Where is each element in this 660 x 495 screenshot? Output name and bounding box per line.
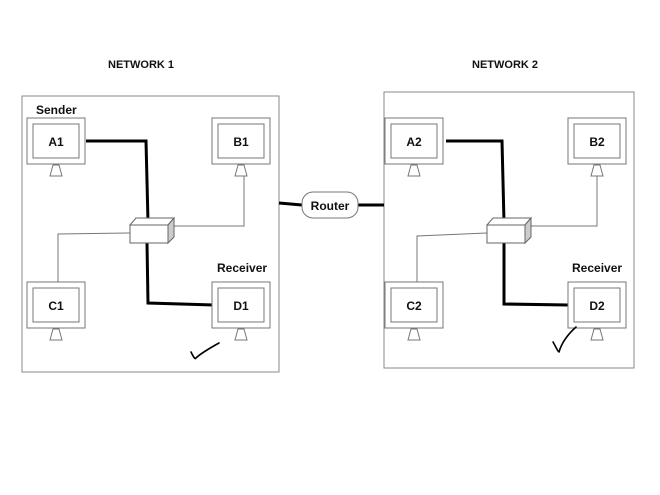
computer-label: C2	[406, 299, 422, 313]
monitor-stand-icon	[407, 164, 421, 177]
network-1-title: NETWORK 1	[108, 59, 174, 71]
link-a1-hub	[86, 139, 150, 223]
monitor-screen	[217, 287, 265, 323]
computer-label: C1	[48, 299, 64, 313]
monitor-screen	[32, 287, 80, 323]
link-hub-d2	[502, 243, 569, 307]
checkmark-icon-network-1	[190, 342, 220, 360]
link-hub-b1	[174, 176, 245, 227]
monitor-stand-icon	[49, 328, 63, 341]
switch-hub-2[interactable]	[485, 216, 533, 245]
monitor-screen	[32, 123, 80, 159]
computer-b1[interactable]: B1	[211, 117, 271, 177]
link-a2-hub	[446, 139, 506, 223]
computer-d2[interactable]: D2	[567, 281, 627, 341]
link-hub-d1	[145, 242, 215, 307]
receiver-label-1: Receiver	[217, 261, 267, 275]
monitor-screen	[390, 123, 438, 159]
monitor-stand-icon	[590, 328, 604, 341]
switch-hub-1[interactable]	[128, 216, 176, 245]
monitor-stand-icon	[590, 164, 604, 177]
router-label: Router	[311, 199, 350, 213]
link-net1-router	[278, 201, 303, 207]
computer-label: A2	[406, 135, 422, 149]
network-1-box	[21, 95, 280, 373]
network-2-box	[383, 91, 635, 369]
computer-label: D1	[233, 299, 249, 313]
network-1-links	[57, 139, 245, 307]
monitor-stand-icon	[234, 328, 248, 341]
computer-a2[interactable]: A2	[384, 117, 444, 177]
router[interactable]: Router	[301, 191, 359, 219]
computer-label: D2	[589, 299, 605, 313]
monitor-screen	[573, 123, 621, 159]
computer-b2[interactable]: B2	[567, 117, 627, 177]
network-2-links	[416, 139, 598, 307]
receiver-label-2: Receiver	[572, 261, 622, 275]
monitor-stand-icon	[234, 164, 248, 177]
computer-label: A1	[48, 135, 64, 149]
computer-label: B1	[233, 135, 249, 149]
router-shape[interactable]	[301, 191, 359, 219]
monitor-screen	[573, 287, 621, 323]
link-hub-b2	[530, 176, 598, 227]
computer-a1[interactable]: A1	[26, 117, 86, 177]
monitor-screen	[390, 287, 438, 323]
computer-c2[interactable]: C2	[384, 281, 444, 341]
computer-label: B2	[589, 135, 605, 149]
monitor-screen	[217, 123, 265, 159]
monitor-stand-icon	[407, 328, 421, 341]
link-hub-c1	[57, 232, 131, 282]
network-2-title: NETWORK 2	[472, 59, 538, 71]
computer-c1[interactable]: C1	[26, 281, 86, 341]
link-hub-c2	[416, 232, 488, 282]
computer-d1[interactable]: D1	[211, 281, 271, 341]
sender-label: Sender	[36, 103, 77, 117]
monitor-stand-icon	[49, 164, 63, 177]
checkmark-icon-network-2	[552, 326, 577, 353]
